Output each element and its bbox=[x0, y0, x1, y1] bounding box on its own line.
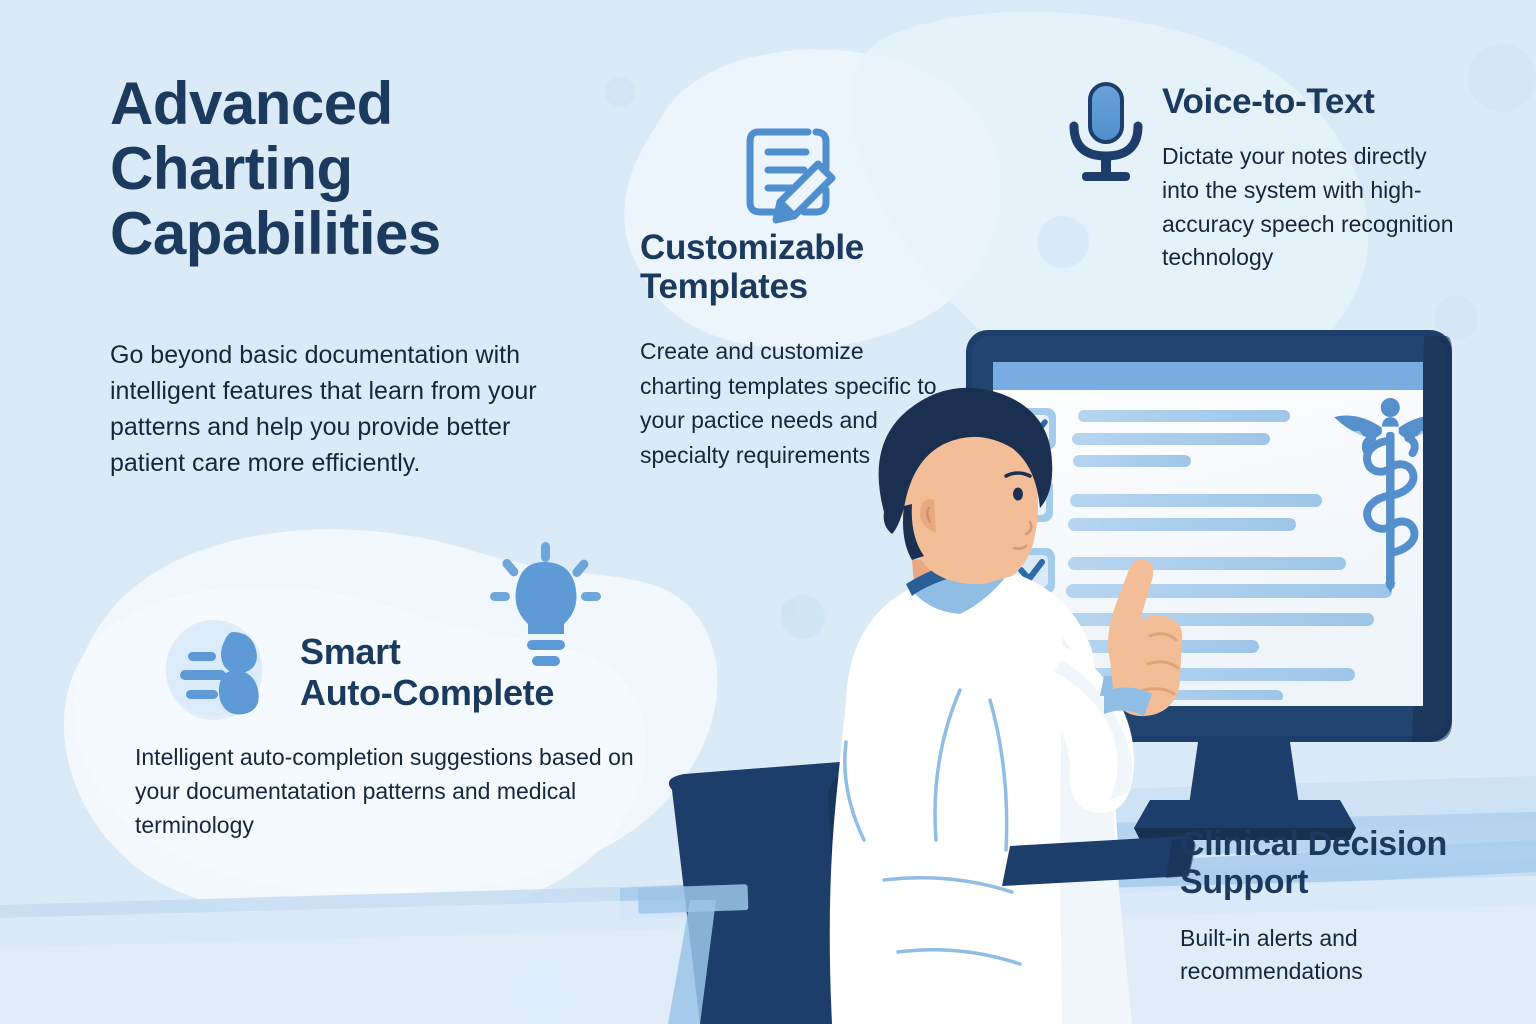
microphone-icon bbox=[1069, 82, 1143, 181]
templates-heading-line-1: Customizable bbox=[640, 228, 864, 267]
templates-heading: Customizable Templates bbox=[640, 228, 950, 306]
clinical-body: Built-in alerts and recommendations bbox=[1180, 925, 1363, 985]
caduceus-icon bbox=[1334, 398, 1423, 594]
keyboard bbox=[1002, 836, 1196, 886]
voice-heading: Voice-to-Text bbox=[1162, 82, 1375, 121]
clinical-heading-line-2: Support bbox=[1180, 863, 1309, 902]
doctor-figure bbox=[829, 387, 1183, 1024]
page-title-line-3: Capabilities bbox=[110, 199, 441, 267]
pointing-hand bbox=[1108, 559, 1183, 717]
document-edit-icon bbox=[746, 128, 836, 224]
autocomplete-heading-line-2: Auto-Complete bbox=[300, 671, 555, 713]
templates-body: Create and customize charting templates … bbox=[640, 338, 937, 468]
clinical-heading: Clinical Decision Support bbox=[1180, 825, 1510, 901]
page-title-line-1: Advanced bbox=[110, 70, 393, 137]
templates-heading-line-2: Templates bbox=[640, 267, 808, 307]
lead-paragraph: Go beyond basic documentation with intel… bbox=[110, 341, 537, 477]
page-title: Advanced Charting Capabilities bbox=[110, 70, 630, 267]
autocomplete-heading-line-1: Smart bbox=[300, 631, 401, 672]
clinical-heading-line-1: Clinical Decision bbox=[1180, 825, 1447, 863]
autocomplete-body: Intelligent auto-completion suggestions … bbox=[135, 744, 634, 839]
autocomplete-heading: Smart Auto-Complete bbox=[300, 631, 660, 713]
voice-body: Dictate your notes directly into the sys… bbox=[1162, 143, 1454, 271]
suggestion-list-icon bbox=[166, 620, 262, 716]
page-title-line-2: Charting bbox=[110, 134, 353, 202]
lightbulb-icon bbox=[490, 542, 601, 666]
